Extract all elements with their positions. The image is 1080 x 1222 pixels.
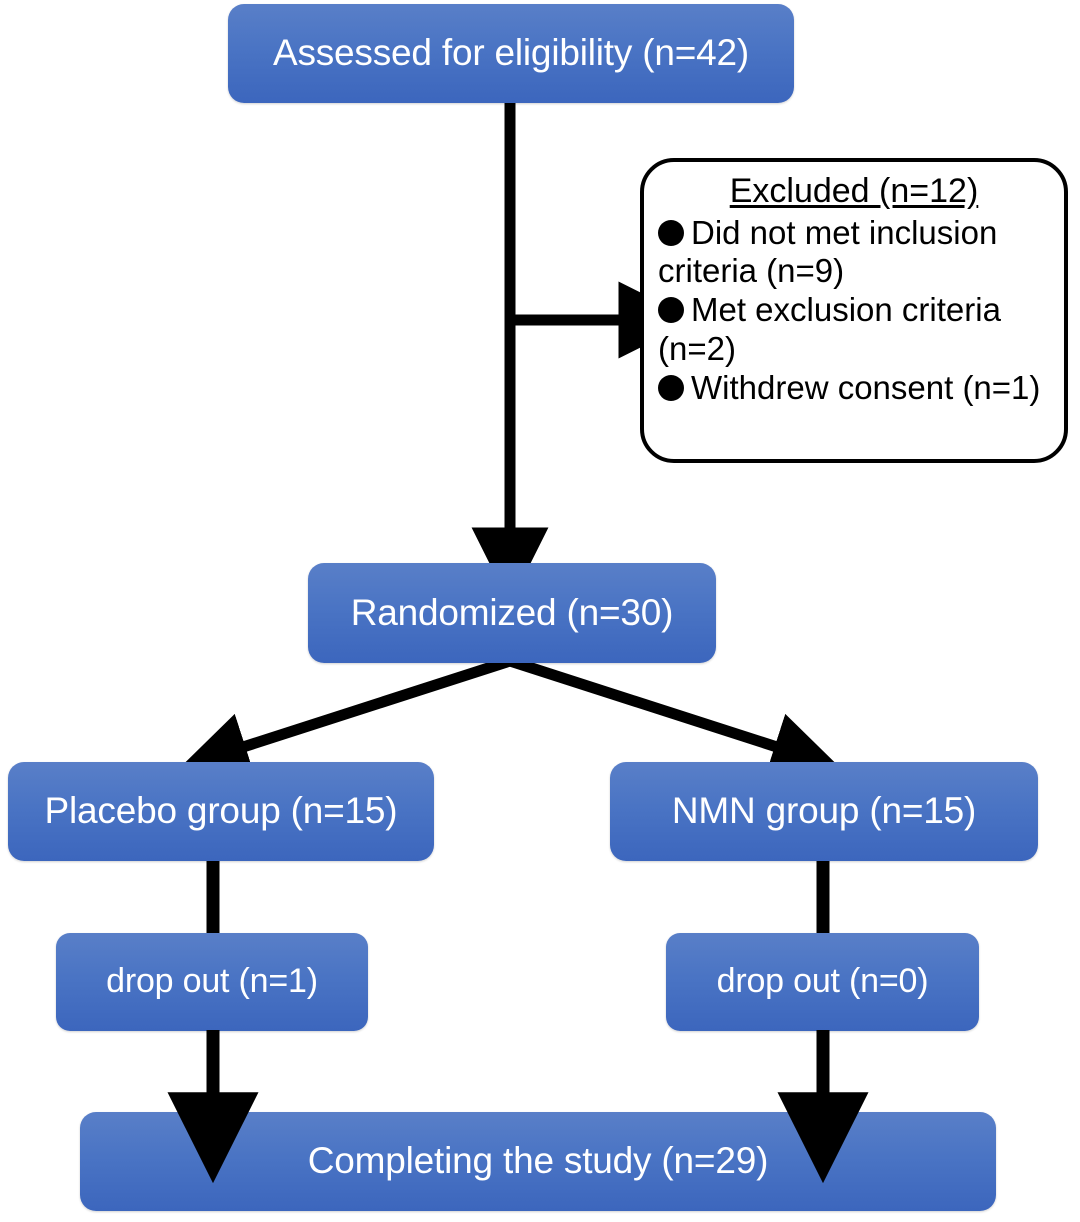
excluded-reason-text: Withdrew consent (n=1) (691, 369, 1041, 407)
node-randomized[interactable]: Randomized (n=30) (308, 563, 716, 663)
excluded-reason-item: Withdrew consent (n=1) (658, 369, 1050, 408)
filled-circle-bullet-icon (658, 219, 684, 246)
callout-excluded[interactable]: Excluded (n=12) Did not met inclusion cr… (640, 158, 1068, 463)
excluded-title: Excluded (n=12) (729, 172, 979, 210)
excluded-reason-item: Did not met inclusion criteria (n=9) (658, 214, 1050, 292)
node-dropout-nmn[interactable]: drop out (n=0) (666, 933, 979, 1031)
excluded-reason-text: Met exclusion criteria (n=2) (658, 291, 1001, 368)
filled-circle-bullet-icon (658, 297, 684, 324)
node-randomized-label: Randomized (n=30) (350, 591, 674, 633)
node-dropout-placebo-label: drop out (n=1) (106, 962, 318, 1001)
node-dropout-nmn-label: drop out (n=0) (716, 962, 929, 1001)
node-nmn-label: NMN group (n=15) (671, 790, 977, 832)
edge-randomized-to-placebo (180, 655, 512, 779)
filled-circle-bullet-icon (658, 375, 684, 402)
node-assessed-for-eligibility[interactable]: Assessed for eligibility (n=42) (228, 4, 794, 103)
excluded-reason-item: Met exclusion criteria (n=2) (658, 291, 1050, 369)
node-placebo-label: Placebo group (n=15) (44, 790, 398, 832)
excluded-reason-text: Did not met inclusion criteria (n=9) (658, 213, 998, 290)
node-completing-the-study[interactable]: Completing the study (n=29) (80, 1112, 996, 1211)
node-dropout-placebo[interactable]: drop out (n=1) (56, 933, 368, 1031)
node-completing-label: Completing the study (n=29) (307, 1140, 769, 1182)
edge-randomized-to-nmn (508, 655, 840, 779)
node-assessed-label: Assessed for eligibility (n=42) (272, 32, 750, 74)
node-placebo-group[interactable]: Placebo group (n=15) (8, 762, 434, 861)
node-nmn-group[interactable]: NMN group (n=15) (610, 762, 1038, 861)
